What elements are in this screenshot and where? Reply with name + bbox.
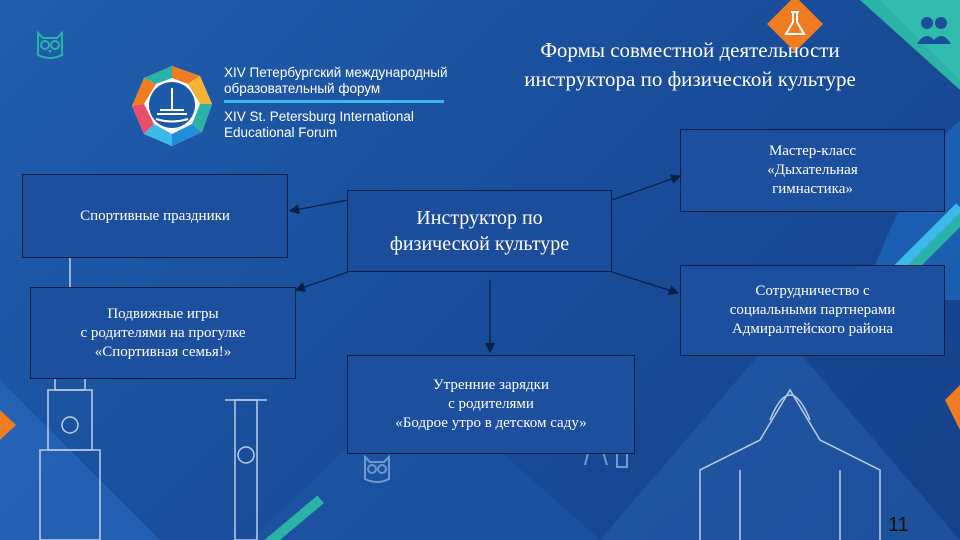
node-sport-holidays: Спортивные праздники <box>22 174 288 258</box>
forum-name-en-line1: XIV St. Petersburg International <box>224 109 414 124</box>
center-node: Инструктор по физической культуре <box>347 190 612 272</box>
forum-name-en-line2: Educational Forum <box>224 125 338 140</box>
forum-name-ru: XIV Петербургский международный образова… <box>224 65 448 97</box>
slide-title-line1: Формы совместной деятельности <box>540 38 840 62</box>
owl-icon-bottom <box>364 454 390 483</box>
forum-logo: XIV Петербургский международный образова… <box>130 62 480 152</box>
page-number: 11 <box>888 514 909 536</box>
node-morning-exercises: Утренние зарядки с родителями «Бодрое ут… <box>347 355 635 454</box>
node-master-class: Мастер-класс «Дыхательная гимнастика» <box>680 129 945 212</box>
forum-name-ru-line2: образовательный форум <box>224 81 381 96</box>
slide-title: Формы совместной деятельности инструктор… <box>480 36 900 94</box>
arrow-to-outdoor-games <box>294 271 349 292</box>
forum-name-en: XIV St. Petersburg International Educati… <box>224 109 414 141</box>
forum-logo-icon <box>132 66 212 146</box>
forum-name-ru-line1: XIV Петербургский международный <box>224 65 448 80</box>
arrow-to-cooperation <box>611 271 680 296</box>
slide-title-line2: инструктора по физической культуре <box>524 67 856 91</box>
arrow-to-sport-holidays <box>288 199 349 215</box>
node-cooperation: Сотрудничество с социальными партнерами … <box>680 265 945 356</box>
arrow-to-master-class <box>611 174 682 201</box>
node-outdoor-games: Подвижные игры с родителями на прогулке … <box>30 287 296 379</box>
owl-icon <box>37 30 63 59</box>
forum-divider <box>224 100 444 103</box>
teachers-icon <box>917 17 951 44</box>
flask-icon <box>767 0 823 52</box>
